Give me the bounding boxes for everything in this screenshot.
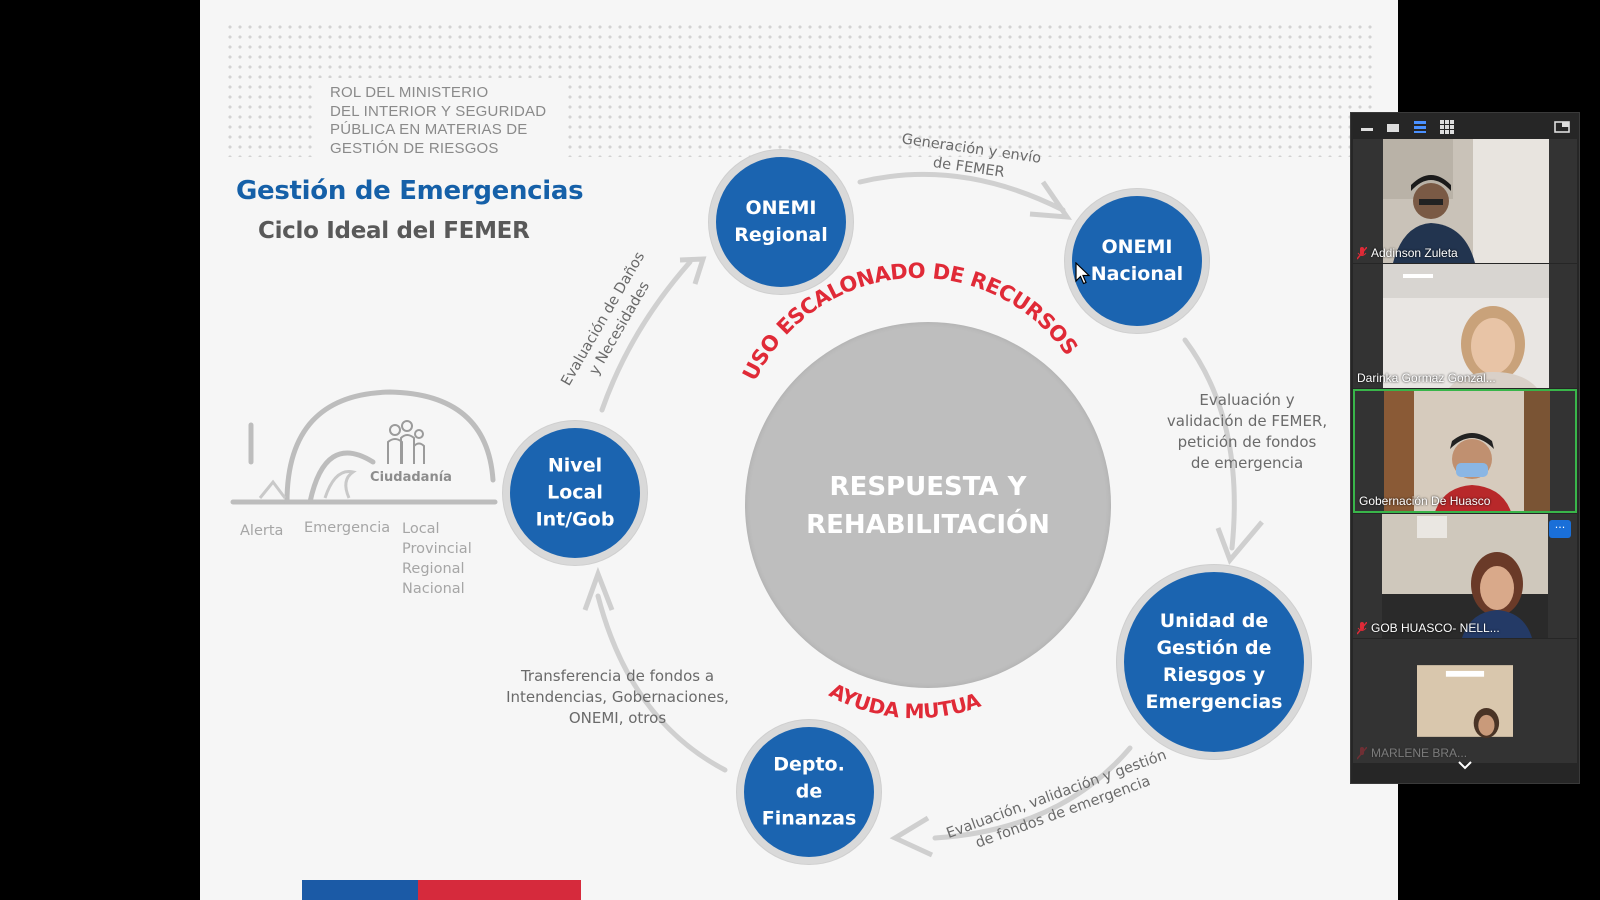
node-nivel-local: Nivel Local Int/Gob — [503, 421, 647, 565]
muted-mic-icon — [1357, 621, 1367, 634]
flag-stripe-blue — [302, 880, 418, 900]
alerta-label: Alerta — [240, 523, 284, 539]
muted-mic-icon — [1357, 746, 1367, 759]
node-onemi-nacional: ONEMI Nacional — [1065, 189, 1209, 333]
participant-name: Addinson Zuleta — [1357, 246, 1458, 260]
participant-name-text: GOB HUASCO- NELL... — [1371, 621, 1500, 635]
cycle-arrows — [582, 171, 1264, 858]
flag-stripe-red — [418, 880, 581, 900]
participant-video — [1382, 514, 1548, 638]
muted-mic-icon — [1357, 246, 1367, 259]
participant-name: MARLENE BRA... — [1357, 746, 1467, 760]
speaker-view-icon[interactable] — [1385, 119, 1401, 135]
panel-toolbar — [1351, 113, 1579, 141]
participant-video — [1383, 264, 1549, 388]
node-depto-finanzas-label: Depto. de Finanzas — [761, 753, 857, 830]
node-depto-finanzas: Depto. de Finanzas — [737, 720, 881, 864]
ministry-box — [312, 78, 562, 160]
node-onemi-regional: ONEMI Regional — [709, 150, 853, 294]
participant-name-text: Addinson Zuleta — [1371, 246, 1458, 260]
ciudadania-label: Ciudadanía — [370, 470, 452, 485]
participant-video — [1384, 391, 1550, 511]
minimize-icon[interactable] — [1359, 119, 1375, 135]
more-options-button[interactable]: ··· — [1549, 520, 1571, 538]
popout-icon[interactable] — [1554, 119, 1570, 135]
participant-name: Darinka Gormaz Gonzal... — [1357, 371, 1496, 385]
presentation-slide: ROL DEL MINISTERIO DEL INTERIOR Y SEGURI… — [200, 0, 1398, 900]
slide-title: Gestión de Emergencias — [236, 176, 584, 206]
participant-name: Gobernación De Huasco — [1359, 494, 1490, 508]
slide-subtitle: Ciclo Ideal del FEMER — [258, 218, 530, 244]
central-label: RESPUESTA Y REHABILITACIÓN — [806, 472, 1050, 540]
chevron-down-icon[interactable] — [1457, 759, 1473, 771]
node-unidad-gestion-label: Unidad de Gestión de Riesgos y Emergenci… — [1145, 610, 1283, 713]
node-onemi-regional-label: ONEMI Regional — [734, 197, 828, 246]
risk-levels-diagram: Ciudadanía — [230, 389, 498, 505]
participant-video — [1417, 665, 1513, 739]
citizen-icon — [387, 420, 425, 464]
node-unidad-gestion: Unidad de Gestión de Riesgos y Emergenci… — [1117, 565, 1311, 759]
mouse-cursor-icon — [1075, 262, 1091, 285]
arc-bottom-label: AYUDA MUTUA — [826, 678, 985, 723]
filmstrip-view-icon[interactable] — [1412, 119, 1428, 135]
edge-label-evaluacion-femer: Evaluación y validación de FEMER, petici… — [1166, 391, 1328, 472]
participant-tile[interactable]: Addinson Zuleta — [1353, 139, 1577, 263]
ministry-heading: ROL DEL MINISTERIO DEL INTERIOR Y SEGURI… — [330, 84, 547, 157]
node-onemi-nacional-label: ONEMI Nacional — [1090, 236, 1184, 285]
emergencia-label: Emergencia — [304, 520, 391, 536]
participant-name-text: Darinka Gormaz Gonzal... — [1357, 371, 1496, 385]
gallery-view-icon[interactable] — [1439, 119, 1455, 135]
participant-name-text: Gobernación De Huasco — [1359, 494, 1491, 508]
central-circle — [745, 322, 1111, 688]
edge-label-transferencia: Transferencia de fondos a Intendencias, … — [506, 667, 729, 727]
participant-tile[interactable]: MARLENE BRA... — [1353, 639, 1577, 763]
participant-tile-active[interactable]: Gobernación De Huasco — [1353, 389, 1577, 513]
participant-name: GOB HUASCO- NELL... — [1357, 621, 1500, 635]
participant-video — [1383, 139, 1549, 263]
niveles-label: Local Provincial Regional Nacional — [402, 521, 472, 597]
node-nivel-local-label: Nivel Local Int/Gob — [535, 454, 615, 531]
svg-text:AYUDA MUTUA: AYUDA MUTUA — [826, 678, 984, 723]
participant-tile[interactable]: ··· GOB HUASCO- NELL... — [1353, 514, 1577, 638]
participant-name-text: MARLENE BRA... — [1371, 746, 1468, 760]
participant-tile[interactable]: Darinka Gormaz Gonzal... — [1353, 264, 1577, 388]
video-gallery-panel: Addinson Zuleta Darinka Gormaz Gonzal... — [1350, 112, 1580, 784]
